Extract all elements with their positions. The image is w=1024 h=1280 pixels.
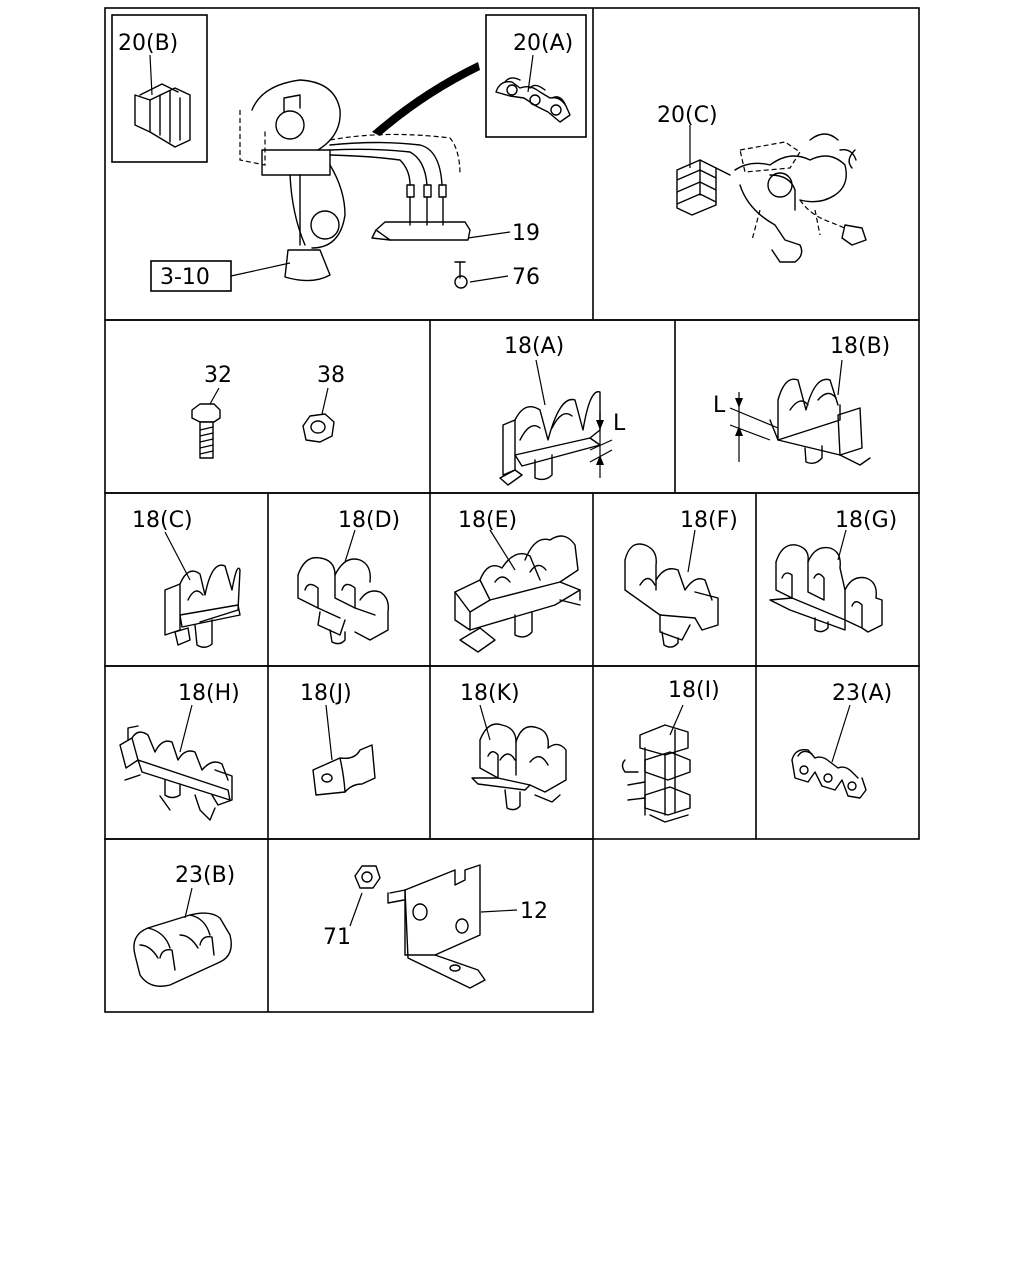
panel-18i: 18(I) (621, 678, 720, 823)
nut-71-drawing (354, 865, 381, 889)
clip-18i-drawing (621, 724, 691, 823)
label-18e: 18(E) (458, 508, 517, 533)
clip-23b-drawing (133, 912, 232, 987)
label-18h: 18(H) (178, 681, 240, 706)
leader-18b (837, 359, 843, 396)
label-18a: 18(A) (504, 334, 564, 359)
leader-3-10 (230, 262, 291, 277)
panel-18a: 18(A) L (499, 334, 626, 486)
clip-20b-drawing (134, 83, 191, 148)
leader-20b (149, 54, 153, 96)
leader-18c (164, 531, 191, 581)
clip-18g-drawing (769, 544, 883, 633)
leader-18i (669, 704, 684, 736)
panel-bracket-12: 71 12 (323, 864, 548, 989)
panel-18j: 18(J) (300, 681, 376, 796)
label-20b: 20(B) (118, 31, 178, 56)
label-18f: 18(F) (680, 508, 738, 533)
label-dim-l-b: L (713, 393, 726, 418)
leader-20a (527, 54, 534, 93)
nut-38-drawing (302, 413, 335, 443)
bolt-32-drawing (191, 403, 221, 459)
panel-bolt-nut: 32 38 (191, 363, 345, 459)
bracket-12-drawing (387, 864, 486, 989)
dimension-l-18a (589, 412, 613, 478)
label-18c: 18(C) (132, 508, 193, 533)
leader-18h (179, 704, 193, 753)
panel-18k: 18(K) (460, 681, 567, 811)
label-18i: 18(I) (668, 678, 720, 703)
label-18g: 18(G) (835, 508, 897, 533)
label-19: 19 (512, 221, 540, 246)
pipe-assembly-drawing (239, 79, 471, 289)
leader-19 (467, 231, 511, 239)
leader-32 (209, 387, 220, 405)
dimension-l-18b (729, 392, 779, 462)
clip-20a-drawing (495, 77, 571, 123)
leader-18f (687, 529, 696, 573)
label-20c: 20(C) (657, 103, 718, 128)
label-71: 71 (323, 925, 351, 950)
clip-18c-drawing (164, 564, 241, 648)
clip-18b-drawing (769, 378, 871, 466)
panel-23b: 23(B) (133, 863, 235, 987)
panel-18g: 18(G) (769, 508, 897, 633)
leader-23a (831, 704, 851, 763)
panel-18d: 18(D) (297, 508, 400, 645)
leader-18j (325, 704, 333, 761)
leader-71 (349, 892, 363, 927)
leader-18k (479, 704, 491, 741)
label-20a: 20(A) (513, 31, 573, 56)
label-18d: 18(D) (338, 508, 400, 533)
label-76: 76 (512, 265, 540, 290)
grid-frame (104, 7, 920, 1013)
clip-18e-drawing (454, 535, 581, 653)
leader-18e (489, 529, 516, 571)
label-23b: 23(B) (175, 863, 235, 888)
clip-20c-drawing (676, 159, 731, 216)
leader-18a (535, 359, 546, 406)
clip-18f-drawing (624, 543, 719, 648)
pointer-arrow (372, 62, 480, 136)
clip-23a-drawing (791, 749, 867, 799)
panel-overview: 20(B) 20(A) 19 76 3-10 (111, 14, 587, 292)
label-box-3-10 (150, 260, 232, 292)
panel-18b: 18(B) L (713, 334, 890, 466)
label-dim-l-a: L (613, 411, 626, 436)
leader-12 (480, 909, 518, 913)
leader-76 (469, 275, 509, 283)
label-12: 12 (520, 899, 548, 924)
leader-18g (837, 529, 847, 561)
brake-pedal-assembly-drawing (734, 133, 867, 263)
leader-23b (184, 887, 193, 919)
panel-18h: 18(H) (119, 681, 240, 821)
label-32: 32 (204, 363, 232, 388)
panel-23a: 23(A) (791, 681, 892, 799)
panel-18e: 18(E) (454, 508, 581, 653)
label-38: 38 (317, 363, 345, 388)
panel-18c: 18(C) (132, 508, 241, 648)
clip-18d-drawing (297, 556, 390, 645)
panel-18f: 18(F) (624, 508, 738, 648)
label-18b: 18(B) (830, 334, 890, 359)
panel-20c: 20(C) (657, 103, 867, 263)
leader-38 (321, 387, 329, 415)
label-23a: 23(A) (832, 681, 892, 706)
label-18k: 18(K) (460, 681, 520, 706)
clip-18k-drawing (471, 723, 567, 811)
clip-18h-drawing (119, 725, 233, 821)
label-3-10: 3-10 (160, 265, 210, 290)
leader-18d (344, 529, 356, 563)
clip-18a-drawing (499, 391, 601, 486)
label-18j: 18(J) (300, 681, 352, 706)
bracket-18j-drawing (312, 744, 376, 796)
